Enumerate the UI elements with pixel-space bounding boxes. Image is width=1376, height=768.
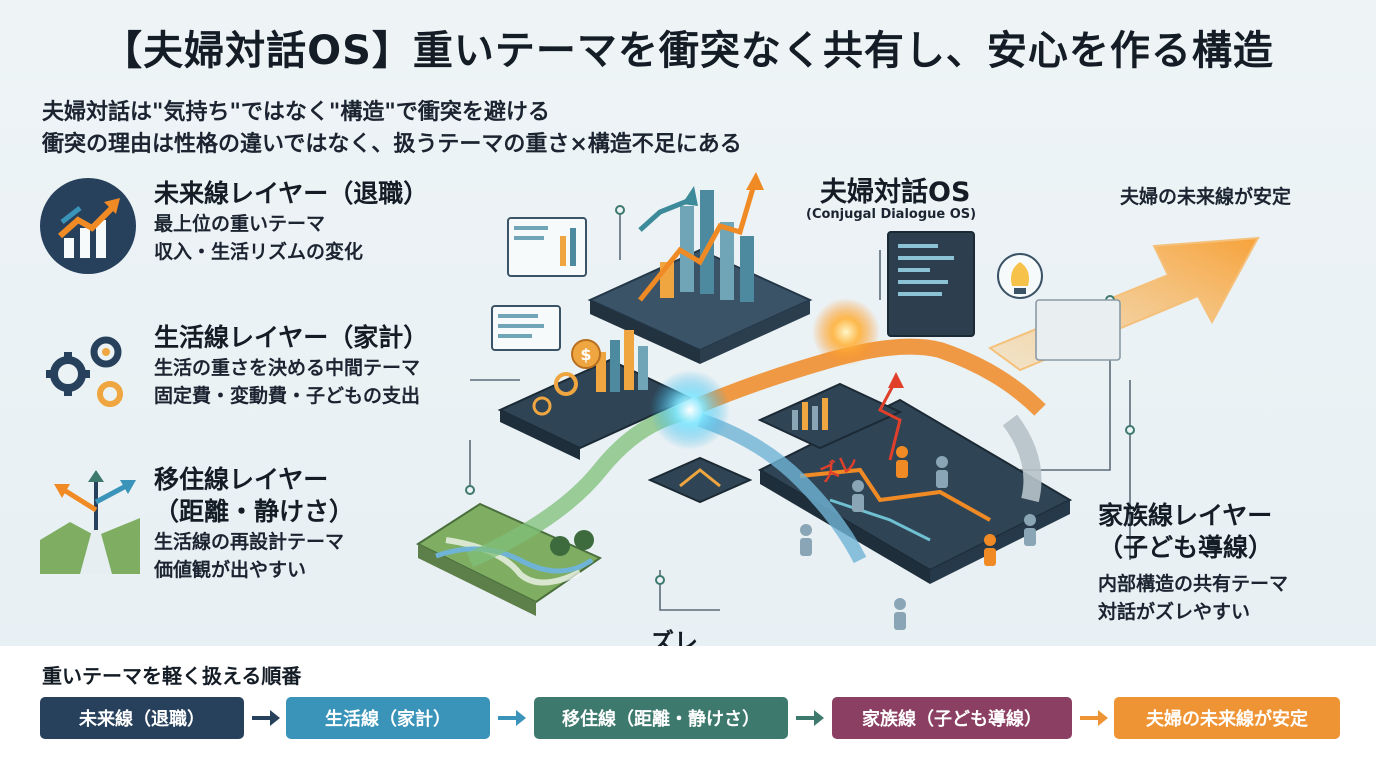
migration-layer-title-1: 移住線レイヤー (154, 465, 329, 494)
life-layer: 生活線レイヤー（家計） 生活の重さを決める中間テーマ 固定費・変動費・子どもの支… (154, 322, 428, 410)
life-layer-line-2: 固定費・変動費・子どもの支出 (154, 385, 421, 407)
family-layer-title-1: 家族線レイヤー (1098, 501, 1273, 530)
page-title: 【夫婦対話OS】重いテーマを衝突なく共有し、安心を作る構造 (102, 28, 1274, 74)
future-glow (812, 298, 880, 366)
order-arrow-4-icon (1080, 710, 1108, 726)
subtitle-line-2: 衝突の理由は性格の違いではなく、扱うテーマの重さ×構造不足にある (42, 132, 742, 157)
center-glow (650, 370, 730, 450)
family-layer-line-2: 対話がズレやすい (1098, 601, 1251, 623)
migration-layer-line-1: 生活線の再設計テーマ (154, 531, 345, 553)
subtitle-line-1: 夫婦対話は"気持ち"ではなく"構造"で衝突を避ける (42, 100, 550, 125)
flow-paths (466, 338, 1046, 568)
future-layer: 未来線レイヤー（退職） 最上位の重いテーマ 収入・生活リズムの変化 (154, 178, 428, 266)
migration-layer: 移住線レイヤー （距離・静けさ） 生活線の再設計テーマ 価値観が出やすい (154, 464, 354, 584)
dialogue-os-illustration: $ (415, 172, 1260, 630)
center-os-subtitle: (Conjugal Dialogue OS) (806, 207, 977, 222)
gears-icon (40, 322, 136, 422)
order-arrow-2-icon (498, 710, 526, 726)
migration-landscape (415, 502, 603, 616)
future-layer-line-2: 収入・生活リズムの変化 (154, 241, 364, 263)
order-arrow-1-icon (252, 710, 280, 726)
floating-panels (491, 217, 1121, 361)
future-layer-line-1: 最上位の重いテーマ (154, 213, 326, 235)
center-os-title: 夫婦対話OS (820, 177, 971, 208)
order-step-3: 移住線（距離・静けさ） (534, 697, 788, 739)
mid-platform (647, 382, 903, 504)
family-layer-line-1: 内部構造の共有テーマ (1098, 573, 1289, 595)
life-layer-line-1: 生活の重さを決める中間テーマ (154, 357, 421, 379)
life-layer-title: 生活線レイヤー（家計） (154, 323, 429, 352)
life-platform: $ (497, 330, 693, 460)
migration-layer-line-2: 価値観が出やすい (154, 559, 307, 581)
order-step-1: 未来線（退職） (40, 697, 244, 739)
crossroads-icon (40, 470, 140, 578)
svg-text:$: $ (580, 345, 591, 364)
future-layer-title: 未来線レイヤー（退職） (154, 179, 429, 208)
stable-label: 夫婦の未来線が安定 (1120, 186, 1292, 208)
order-arrow-3-icon (796, 710, 824, 726)
migration-layer-title-2: （距離・静けさ） (154, 497, 355, 526)
order-step-2: 生活線（家計） (286, 697, 490, 739)
order-title: 重いテーマを軽く扱える順番 (42, 664, 302, 688)
family-layer-title-2: （子ども導線） (1098, 533, 1274, 562)
order-step-4: 家族線（子ども導線） (832, 697, 1072, 739)
growth-chart-icon (40, 178, 136, 278)
family-layer: 家族線レイヤー （子ども導線） 内部構造の共有テーマ 対話がズレやすい (1098, 500, 1288, 626)
future-platform (587, 172, 813, 364)
order-step-5: 夫婦の未来線が安定 (1114, 697, 1340, 739)
